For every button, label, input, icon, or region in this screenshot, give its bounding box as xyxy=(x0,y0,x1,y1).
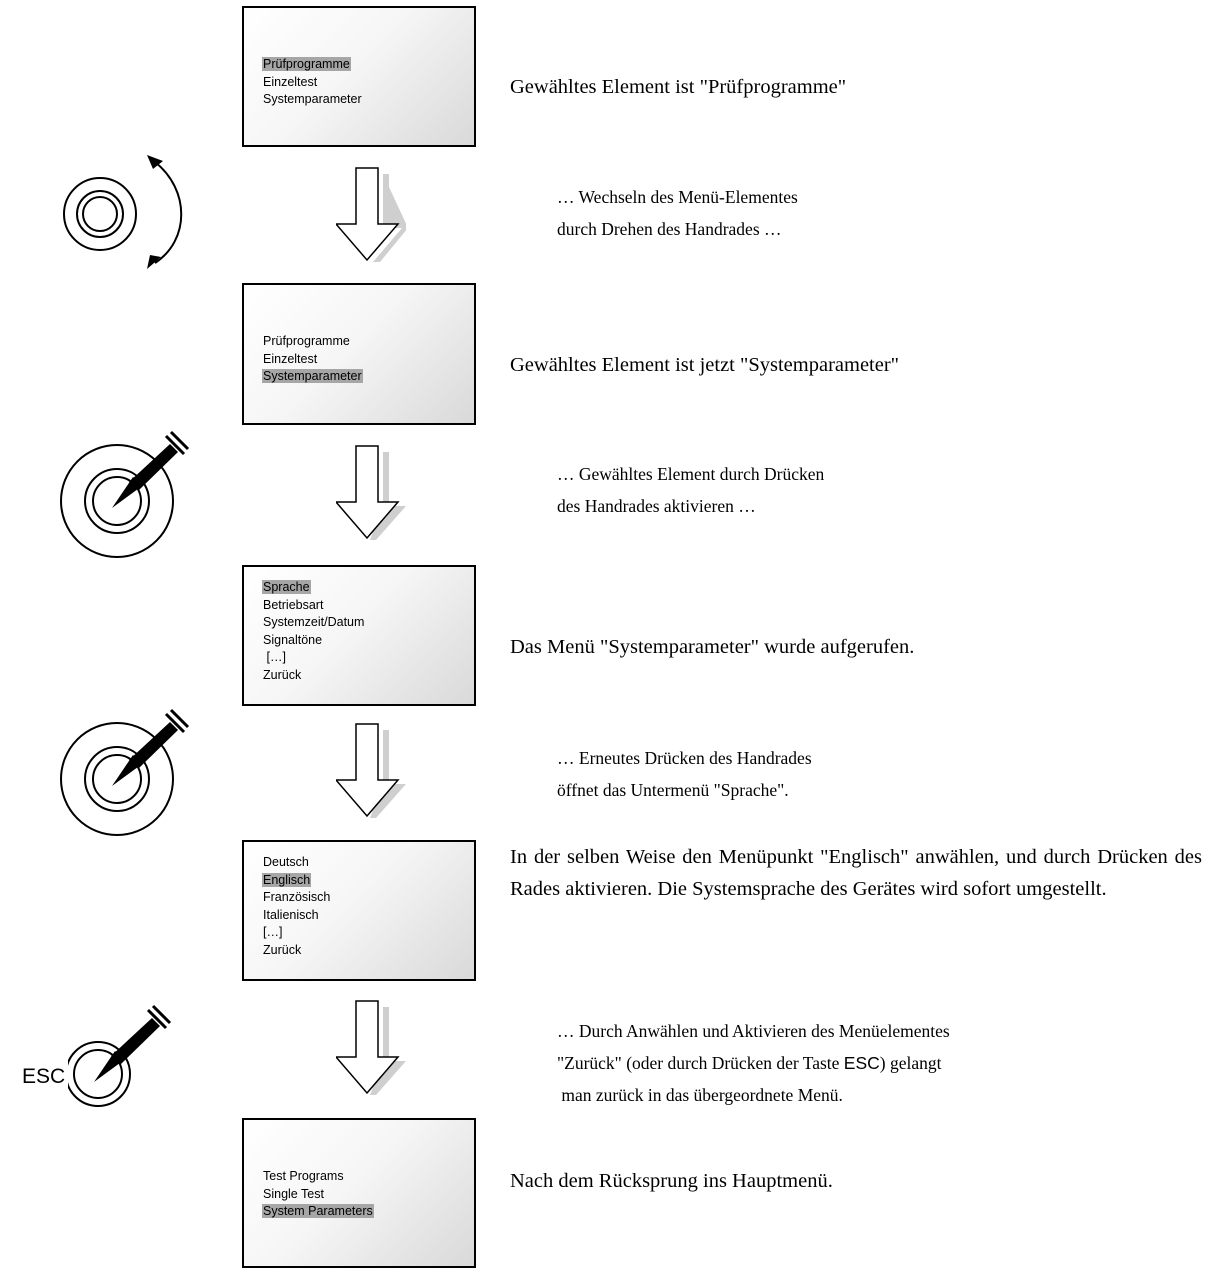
press-wheel-icon xyxy=(60,708,190,836)
menu-screen-4: Deutsch Englisch Französisch Italienisch… xyxy=(242,840,476,981)
esc-label: ESC xyxy=(22,1065,66,1088)
menu-item: Einzeltest xyxy=(263,351,318,366)
menu-item: Deutsch xyxy=(263,855,309,869)
esc-press-icon xyxy=(68,1004,172,1107)
menu-item: Englisch xyxy=(262,872,312,887)
menu-item: Sprache xyxy=(262,580,311,594)
menu-item: Einzeltest xyxy=(263,74,318,89)
menu-item: System Parameters xyxy=(262,1204,374,1218)
down-arrow-icon xyxy=(336,1000,406,1095)
menu-item: Betriebsart xyxy=(263,597,324,612)
caption-5: Nach dem Rücksprung ins Hauptmenü. xyxy=(510,1170,833,1192)
caption-1: Gewähltes Element ist "Prüfprogramme" xyxy=(510,76,847,98)
caption-4: In der selben Weise den Menüpunkt "Engli… xyxy=(510,846,1202,900)
menu-item: Zurück xyxy=(263,667,302,682)
menu-item: […] xyxy=(263,650,286,664)
menu-item: Französisch xyxy=(263,890,331,904)
menu-item: Signaltöne xyxy=(263,632,323,647)
menu-item: Prüfprogramme xyxy=(263,334,350,348)
caption-3: Das Menü "Systemparameter" wurde aufgeru… xyxy=(510,636,915,658)
menu-item: Prüfprogramme xyxy=(262,57,351,71)
menu-screen-3: Sprache Betriebsart Systemzeit/Datum Sig… xyxy=(242,565,476,706)
down-arrow-icon xyxy=(336,445,406,540)
menu-item: Systemparameter xyxy=(262,369,363,383)
caption-2: Gewähltes Element ist jetzt "Systemparam… xyxy=(510,354,900,376)
menu-item: […] xyxy=(263,925,283,939)
press-wheel-icon xyxy=(60,430,190,558)
note-4: … Durch Anwählen und Aktivieren des Menü… xyxy=(557,1021,950,1105)
menu-item: Systemzeit/Datum xyxy=(263,615,365,629)
rotate-wheel-icon xyxy=(63,155,183,269)
menu-screen-2: Prüfprogramme Einzeltest Systemparameter xyxy=(242,283,476,425)
menu-screen-1: Prüfprogramme Einzeltest Systemparameter xyxy=(242,6,476,147)
down-arrow-icon xyxy=(336,723,406,818)
menu-item: Zurück xyxy=(263,942,302,957)
menu-screen-5: Test Programs Single Test System Paramet… xyxy=(242,1118,476,1268)
menu-item: Systemparameter xyxy=(263,92,362,106)
menu-item: Italienisch xyxy=(263,907,319,922)
menu-item: Test Programs xyxy=(263,1169,344,1183)
menu-item: Single Test xyxy=(263,1186,324,1201)
down-arrow-icon xyxy=(336,167,406,262)
